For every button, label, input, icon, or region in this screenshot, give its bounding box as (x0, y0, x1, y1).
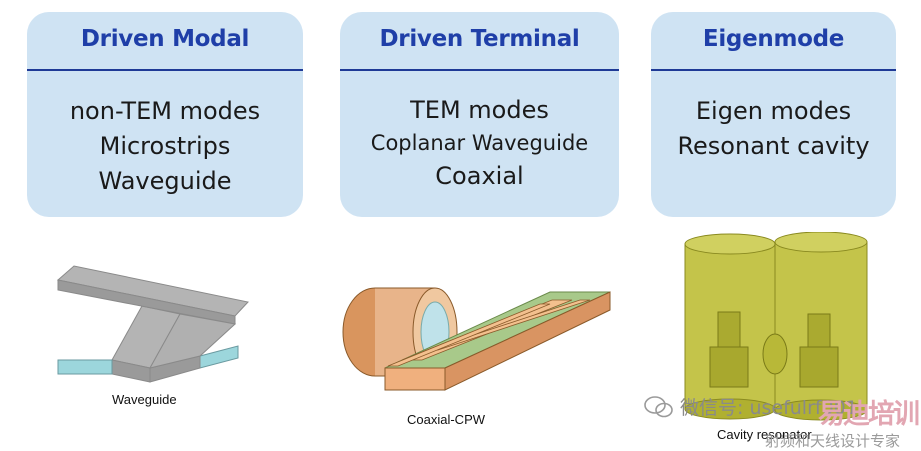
card-title: Driven Terminal (379, 26, 580, 52)
card-body: non-TEM modes Microstrips Waveguide (27, 94, 303, 199)
divider (651, 69, 896, 71)
card-line: Resonant cavity (677, 132, 870, 160)
logo-watermark: 易迪培训 (818, 399, 920, 430)
card-line: non-TEM modes (69, 97, 261, 125)
card-title: Eigenmode (702, 26, 845, 52)
cavity-illustration (684, 232, 868, 421)
cavity-caption: Cavity resonator (717, 427, 812, 442)
wechat-watermark: 微信号: usefulrf001 (680, 397, 858, 419)
card-line: Waveguide (98, 167, 232, 195)
divider (340, 69, 619, 71)
driven-terminal-card: Driven Terminal TEM modes Coplanar Waveg… (340, 12, 619, 217)
wechat-icon (644, 396, 673, 418)
card-title: Driven Modal (80, 26, 250, 52)
coaxial-cpw-caption: Coaxial-CPW (407, 412, 486, 427)
waveguide-illustration (56, 265, 249, 383)
coaxial-cpw-illustration (342, 287, 611, 391)
brand-watermark: 射频和天线设计专家 (765, 432, 901, 450)
card-line: TEM modes (410, 96, 549, 124)
card-line: Eigen modes (695, 97, 852, 125)
driven-modal-card: Driven Modal non-TEM modes Microstrips W… (27, 12, 303, 217)
card-body: TEM modes Coplanar Waveguide Coaxial (340, 94, 619, 193)
eigenmode-card: Eigenmode Eigen modes Resonant cavity (651, 12, 896, 217)
card-line: Coaxial (435, 162, 524, 190)
card-body: Eigen modes Resonant cavity (651, 94, 896, 164)
divider (27, 69, 303, 71)
card-line: Coplanar Waveguide (370, 131, 589, 155)
card-line: Microstrips (99, 132, 231, 160)
waveguide-caption: Waveguide (112, 392, 177, 407)
